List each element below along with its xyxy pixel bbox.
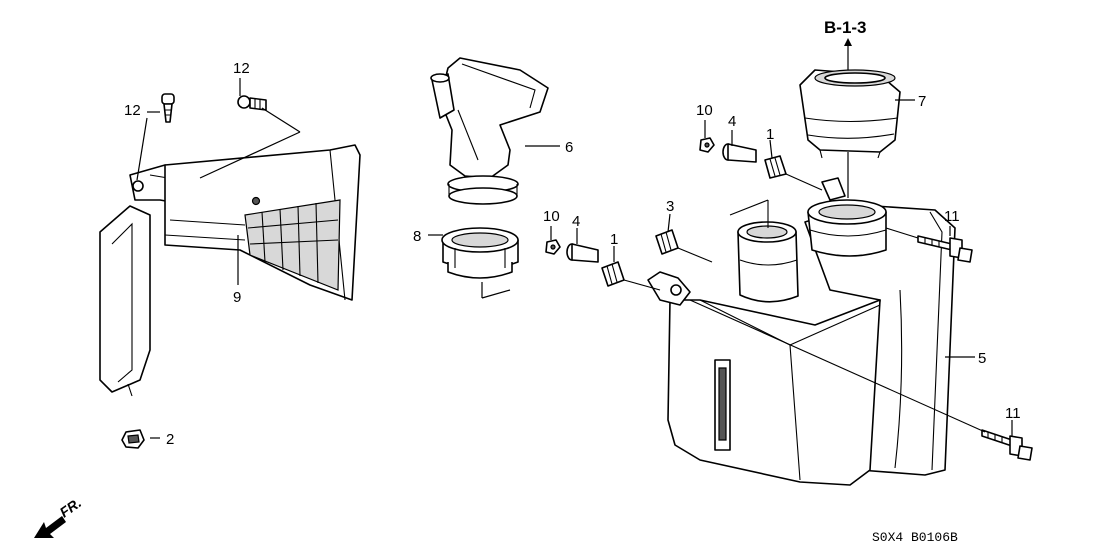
flange-bolt-part-lower bbox=[981, 429, 1033, 461]
callout-11-lower: 11 bbox=[1005, 405, 1021, 422]
callout-5: 5 bbox=[978, 350, 986, 367]
clip-part-upper-left bbox=[161, 93, 175, 123]
nut-part-lower bbox=[545, 239, 561, 255]
grommet-part-upper bbox=[764, 155, 787, 179]
callout-8: 8 bbox=[413, 228, 421, 245]
joint-rubber-part bbox=[441, 227, 519, 279]
callout-6: 6 bbox=[565, 139, 573, 156]
callout-10-lower: 10 bbox=[543, 208, 560, 225]
callout-4-upper: 4 bbox=[728, 113, 736, 130]
intake-duct-part bbox=[430, 57, 549, 205]
callout-12-right: 12 bbox=[233, 60, 250, 77]
grommet-3-part bbox=[655, 229, 679, 255]
callout-labels: 12 12 9 2 6 8 10 4 1 7 10 4 1 3 11 5 11 bbox=[124, 60, 1021, 448]
resonator-chamber-part bbox=[647, 177, 956, 486]
callout-2: 2 bbox=[166, 431, 174, 448]
grommet-part-lower bbox=[601, 261, 625, 287]
flange-bolt-part-upper bbox=[917, 235, 973, 263]
clip-nut-part bbox=[121, 429, 145, 449]
up-arrow-icon bbox=[844, 38, 852, 46]
air-guide-part bbox=[99, 144, 361, 397]
callout-9: 9 bbox=[233, 289, 241, 306]
front-label: FR. bbox=[57, 494, 85, 520]
callout-1-upper: 1 bbox=[766, 126, 774, 143]
callout-10-upper: 10 bbox=[696, 102, 713, 119]
clip-part-upper-right bbox=[237, 95, 267, 111]
callout-12-left: 12 bbox=[124, 102, 141, 119]
front-direction-indicator: FR. bbox=[34, 494, 84, 538]
connecting-tube-part bbox=[799, 69, 901, 159]
front-arrow-icon bbox=[34, 516, 66, 538]
diagram-code: S0X4 B0106B bbox=[872, 530, 958, 545]
leader-lines bbox=[136, 44, 1013, 439]
collar-part-lower bbox=[566, 243, 599, 263]
reference-group: B-1-3 bbox=[824, 18, 867, 46]
callout-3: 3 bbox=[666, 198, 674, 215]
reference-label: B-1-3 bbox=[824, 18, 867, 37]
callout-11-upper: 11 bbox=[944, 208, 960, 225]
callout-4-lower: 4 bbox=[572, 213, 580, 230]
collar-part-upper bbox=[722, 143, 757, 163]
callout-7: 7 bbox=[918, 93, 926, 110]
nut-part-upper bbox=[699, 137, 715, 153]
callout-1-lower: 1 bbox=[610, 231, 618, 248]
